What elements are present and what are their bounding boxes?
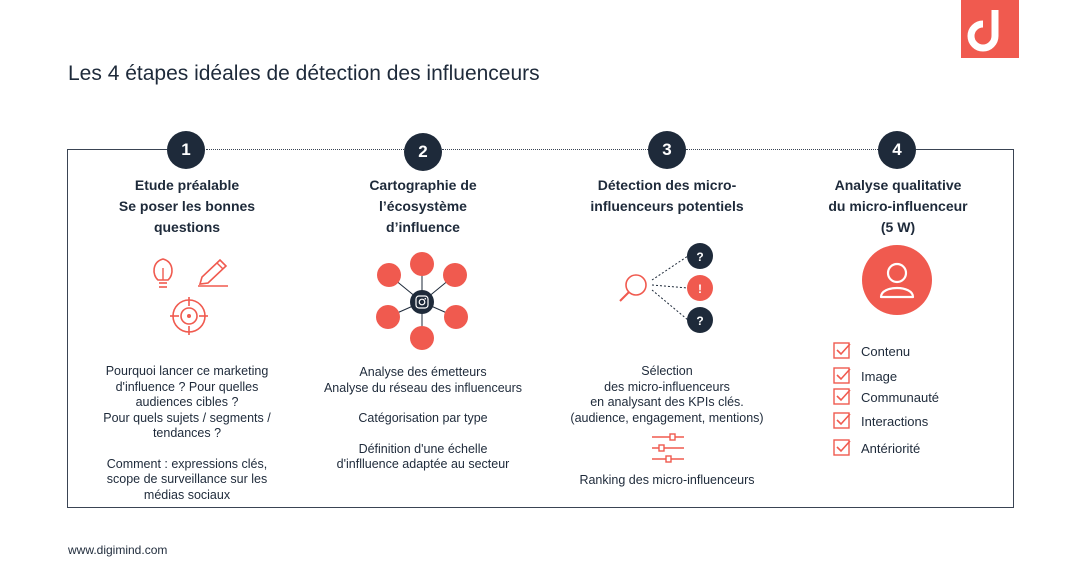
connector-1-2 xyxy=(206,149,404,150)
steps-frame xyxy=(67,149,1014,508)
step-2-description: Analyse des émetteurs Analyse du réseau … xyxy=(323,365,523,471)
step-3-description: Sélection des micro-influenceurs en anal… xyxy=(570,364,764,425)
user-icon xyxy=(862,245,932,315)
digimind-logo xyxy=(961,0,1019,58)
sliders-icon xyxy=(652,433,684,463)
detection-graph: ? ! ? xyxy=(651,243,713,333)
frame-top-right xyxy=(916,149,1014,150)
step-3-title: Détection des micro- influenceurs potent… xyxy=(590,177,744,214)
lightbulb-icon xyxy=(153,258,173,288)
checkbox-icon xyxy=(833,412,851,429)
checkbox-icon xyxy=(833,342,851,359)
checklist-item: Contenu xyxy=(833,342,910,360)
question-bubble xyxy=(687,307,713,333)
step-4-badge: 4 xyxy=(878,131,916,169)
pencil-icon xyxy=(198,258,228,287)
target-icon xyxy=(170,297,208,335)
bubble-label: ! xyxy=(698,282,702,296)
step-2-badge: 2 xyxy=(404,133,442,171)
checklist-item: Interactions xyxy=(833,412,928,430)
frame-top-left xyxy=(67,149,167,150)
question-bubble xyxy=(687,243,713,269)
exclamation-bubble xyxy=(687,275,713,301)
instagram-icon xyxy=(415,295,429,309)
step-3-ranking: Ranking des micro-influenceurs xyxy=(579,473,755,487)
page-title: Les 4 étapes idéales de détection des in… xyxy=(68,62,540,85)
magnifier-icon xyxy=(619,274,647,302)
step-4-title: Analyse qualitative du micro-influenceur… xyxy=(828,177,968,235)
checklist-item: Antériorité xyxy=(833,439,920,457)
checkbox-icon xyxy=(833,388,851,405)
footer-url: www.digimind.com xyxy=(68,543,168,557)
logo-mark-icon xyxy=(967,10,999,52)
checkbox-icon xyxy=(833,367,851,384)
step-1-badge: 1 xyxy=(167,131,205,169)
checkbox-icon xyxy=(833,439,851,456)
step-2-title: Cartographie de l’écosystème d’influence xyxy=(369,177,477,235)
checklist-item: Communauté xyxy=(833,388,939,406)
connector-2-3 xyxy=(442,149,648,150)
bubble-label: ? xyxy=(696,314,703,328)
connector-3-4 xyxy=(686,149,878,150)
step-3-badge: 3 xyxy=(648,131,686,169)
bubble-label: ? xyxy=(696,250,703,264)
step-1-title: Etude préalable Se poser les bonnes ques… xyxy=(118,177,256,235)
checklist-item: Image xyxy=(833,367,897,385)
step-1-description: Pourquoi lancer ce marketing d'influence… xyxy=(103,364,271,502)
